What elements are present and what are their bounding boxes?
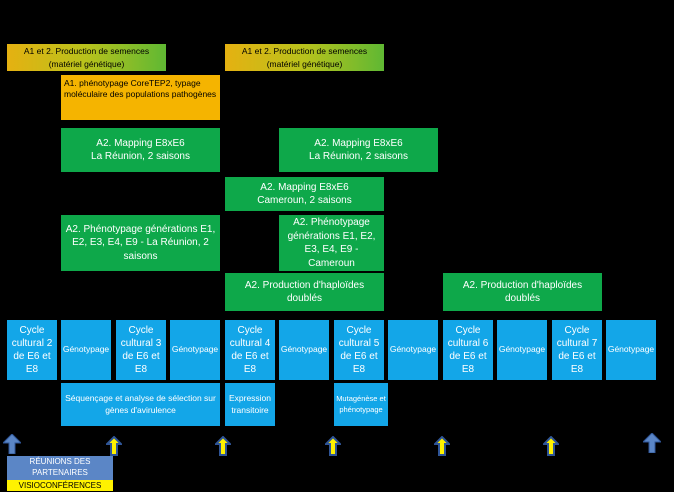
cycle-label: Cycle cultural 2 de E6 et E8 — [11, 325, 53, 375]
genotypage-label: Génotypage — [607, 344, 655, 355]
haploides-box-1: A2. Production d'haploïdes doublés — [225, 273, 384, 311]
yellow-arrow-icon — [325, 436, 341, 456]
mutagenese-box: Mutagénèse et phénotypage — [334, 383, 388, 426]
cycle-label: Cycle cultural 5 de E6 et E8 — [338, 325, 380, 375]
pheno-cameroun-text: A2. Phénotypage générations E1, E2, E3, … — [287, 217, 376, 269]
mapping-line2: La Réunion, 2 saisons — [309, 151, 408, 162]
mapping-line1: A2. Mapping E8xE6 — [314, 137, 403, 149]
mapping-line1: A2. Mapping E8xE6 — [260, 181, 349, 193]
cycle-label: Cycle cultural 3 de E6 et E8 — [120, 325, 162, 375]
yellow-arrow-icon — [543, 436, 559, 456]
pheno-reunion-text: A2. Phénotypage générations E1, E2, E3, … — [65, 223, 216, 262]
yellow-arrow-icon — [106, 436, 122, 456]
mapping-reunion-box-1: A2. Mapping E8xE6 La Réunion, 2 saisons — [61, 128, 220, 172]
sequencage-box: Séquençage et analyse de sélection sur g… — [61, 383, 220, 426]
cycle-box: Cycle cultural 5 de E6 et E8 — [334, 320, 384, 380]
blue-arrow-icon — [3, 434, 21, 454]
mapping-line2: Cameroun, 2 saisons — [257, 195, 352, 206]
legend-reunions-text: RÉUNIONS DES PARTENAIRES — [29, 457, 91, 477]
pheno-cameroun-box: A2. Phénotypage générations E1, E2, E3, … — [279, 215, 384, 271]
phenotypage-core-text: A1. phénotypage CoreTEP2, typage molécul… — [64, 78, 217, 100]
seed-line2: (matériel génétique) — [48, 58, 125, 69]
legend-visio-text: VISIOCONFÉRENCES — [18, 481, 102, 490]
yellow-arrow-icon — [215, 436, 231, 456]
cycle-box: Cycle cultural 6 de E6 et E8 — [443, 320, 493, 380]
haploides-text: A2. Production d'haploïdes doublés — [462, 279, 583, 305]
mapping-line1: A2. Mapping E8xE6 — [96, 137, 185, 149]
genotypage-label: Génotypage — [498, 344, 546, 355]
genotypage-box: Génotypage — [170, 320, 220, 380]
expression-text: Expression transitoire — [228, 393, 272, 415]
sequencage-text: Séquençage et analyse de sélection sur g… — [65, 393, 216, 415]
cycle-box: Cycle cultural 4 de E6 et E8 — [225, 320, 275, 380]
cycle-box: Cycle cultural 2 de E6 et E8 — [7, 320, 57, 380]
seed-line2: (matériel génétique) — [266, 58, 343, 69]
yellow-arrow-icon — [434, 436, 450, 456]
cycle-label: Cycle cultural 6 de E6 et E8 — [447, 325, 489, 375]
cycle-box: Cycle cultural 3 de E6 et E8 — [116, 320, 166, 380]
genotypage-box: Génotypage — [388, 320, 438, 380]
legend-reunions: RÉUNIONS DES PARTENAIRES — [7, 456, 113, 480]
expression-box: Expression transitoire — [225, 383, 275, 426]
mutagenese-text: Mutagénèse et phénotypage — [336, 394, 386, 414]
legend-visio: VISIOCONFÉRENCES — [7, 480, 113, 491]
genotypage-box: Génotypage — [606, 320, 656, 380]
seed-line1: A1 et 2. Production de semences — [23, 46, 150, 57]
mapping-reunion-box-2: A2. Mapping E8xE6 La Réunion, 2 saisons — [279, 128, 438, 172]
mapping-line2: La Réunion, 2 saisons — [91, 151, 190, 162]
seed-production-box-2: A1 et 2. Production de semences (matérie… — [225, 44, 384, 71]
haploides-text: A2. Production d'haploïdes doublés — [244, 279, 365, 305]
genotypage-label: Génotypage — [389, 344, 437, 355]
genotypage-label: Génotypage — [62, 344, 110, 355]
seed-line1: A1 et 2. Production de semences — [241, 46, 368, 57]
genotypage-label: Génotypage — [171, 344, 219, 355]
haploides-box-2: A2. Production d'haploïdes doublés — [443, 273, 602, 311]
genotypage-box: Génotypage — [61, 320, 111, 380]
genotypage-box: Génotypage — [497, 320, 547, 380]
blue-arrow-icon — [643, 433, 661, 453]
cycle-label: Cycle cultural 7 de E6 et E8 — [556, 325, 598, 375]
seed-production-box-1: A1 et 2. Production de semences (matérie… — [7, 44, 166, 71]
genotypage-label: Génotypage — [280, 344, 328, 355]
pheno-reunion-box: A2. Phénotypage générations E1, E2, E3, … — [61, 215, 220, 271]
genotypage-box: Génotypage — [279, 320, 329, 380]
cycle-label: Cycle cultural 4 de E6 et E8 — [229, 325, 271, 375]
phenotypage-core-box: A1. phénotypage CoreTEP2, typage molécul… — [61, 75, 220, 120]
mapping-cameroun-box: A2. Mapping E8xE6 Cameroun, 2 saisons — [225, 177, 384, 211]
cycle-box: Cycle cultural 7 de E6 et E8 — [552, 320, 602, 380]
